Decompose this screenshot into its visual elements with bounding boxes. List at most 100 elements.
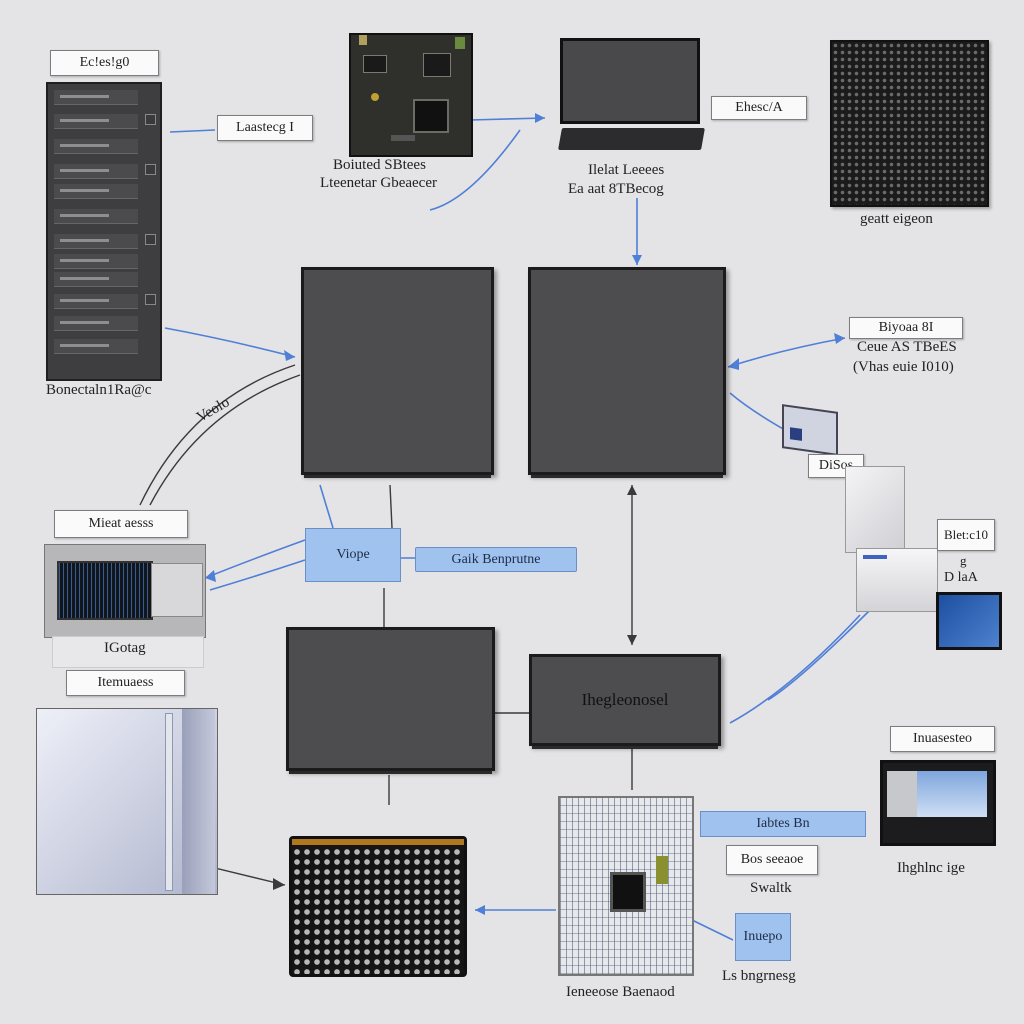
wire-arc-left: [139, 364, 296, 506]
right-tag-line3: D laA: [944, 570, 978, 585]
arrow-head: [627, 635, 637, 645]
right-lower-tag: Inuasesteo: [890, 726, 995, 752]
rack-slot: [54, 184, 138, 199]
wire-board-to-laptop: [469, 117, 546, 121]
right-lower-caption: Ihghlnc ige: [897, 860, 965, 876]
arrow-head: [205, 570, 216, 582]
arrow-head: [284, 350, 295, 361]
matrix-trim: [292, 839, 464, 845]
arrow-head: [834, 333, 845, 344]
side-caption-line1: Ceue AS TBeES: [857, 339, 957, 355]
device-port: [790, 427, 802, 441]
rack-caption: Bonectaln1Ra@c: [46, 382, 152, 398]
arrow-head: [273, 878, 285, 890]
wire-side-to-screen: [727, 337, 846, 368]
board-caption-line1: Boiuted SBtees: [333, 157, 426, 173]
arrow-head: [728, 358, 739, 370]
rack-button: [145, 234, 156, 245]
monitor-tag: Mieat aesss: [54, 510, 188, 538]
wire-hub-to-monitor: [204, 539, 306, 579]
arrow-head: [475, 905, 485, 915]
rack-slot: [54, 90, 138, 105]
rack-button: [145, 164, 156, 175]
board-chip: [363, 55, 387, 73]
server-rack: [46, 82, 162, 381]
rack-button: [145, 294, 156, 305]
grid-caption: geatt eigeon: [860, 211, 933, 227]
server-led: [863, 555, 887, 559]
diagonal-label: Veolo: [194, 394, 233, 426]
wire-rack-to-screen: [164, 327, 296, 358]
wire-hub-antenna: [389, 484, 393, 529]
wire-right-to-center: [729, 614, 861, 724]
rack-slot: [54, 209, 138, 224]
arrow-head: [535, 113, 545, 123]
hub-node: Viope: [305, 528, 401, 582]
circuit-board: [349, 33, 473, 157]
main-display-left: [301, 267, 494, 478]
board-component: [391, 135, 415, 141]
rack-slot: [54, 164, 138, 179]
switch-label: Swaltk: [750, 880, 792, 896]
blue-tag: Iabtes Bn: [700, 811, 866, 837]
monitor-caption: IGotag: [104, 640, 146, 656]
laptop-caption-line1: Ilelat Leeees: [588, 162, 665, 178]
motherboard: [558, 796, 694, 976]
laptop-base: [558, 128, 705, 150]
rack-slot: [54, 316, 138, 331]
server-unit: [856, 548, 938, 612]
center-box-label: Ihegleonosel: [581, 690, 669, 709]
board-component: [455, 37, 465, 49]
dot-grid-panel: [830, 40, 989, 207]
arrow-head: [632, 255, 642, 265]
lower-display-right: Ihegleonosel: [529, 654, 721, 749]
wire-mb-to-small-blue: [691, 919, 734, 941]
cabinet-edge: [165, 713, 173, 891]
rack-slot: [54, 294, 138, 309]
small-blue-caption: Ls bngrnesg: [722, 968, 796, 984]
monitor: [44, 544, 206, 638]
small-blue-node: Inuepo: [735, 913, 791, 961]
right-lower-laptop: [880, 760, 996, 846]
monitor-screen: [57, 561, 153, 620]
board-chip: [423, 53, 451, 77]
rack-button: [145, 114, 156, 125]
board-component: [359, 35, 367, 45]
storage-cabinet: [36, 708, 218, 895]
rack-slot: [54, 339, 138, 354]
cabinet-side: [182, 709, 215, 894]
side-caption-line2: (Vhas euie I010): [853, 359, 954, 375]
rack-title-tag: Ec!es!g0: [50, 50, 159, 76]
lower-display-left: [286, 627, 495, 774]
board-chip: [413, 99, 449, 133]
mb-cpu: [610, 872, 646, 912]
monitor-footer-tag: Itemuaess: [66, 670, 185, 696]
main-display-right: [528, 267, 726, 478]
side-tag: Biyoaa 8I: [849, 317, 963, 339]
laptop-window: [917, 771, 987, 817]
laptop-caption-line2: Ea aat 8TBecog: [568, 181, 664, 197]
rack-slot: [54, 254, 138, 269]
box-tag: Bos seeaoe: [726, 845, 818, 875]
small-device: [782, 404, 838, 456]
wire-hub-up: [319, 484, 334, 529]
laptop-screen: [560, 38, 700, 124]
right-tag-line2: g: [960, 553, 967, 568]
wire-right-device-down: [767, 609, 871, 701]
right-tag: Blet:c10: [937, 519, 995, 551]
rack-slot: [54, 139, 138, 154]
board-caption-line2: Lteenetar Gbeaecer: [320, 175, 437, 191]
rack-slot: [54, 272, 138, 287]
tablet-screen: [936, 592, 1002, 650]
server-tower: [845, 466, 905, 553]
wire-rack-to-hub: [209, 559, 306, 591]
rack-slot: [54, 234, 138, 249]
monitor-caption-strip: [52, 636, 204, 668]
laptop-panel: [887, 771, 917, 817]
mb-component: [656, 856, 668, 884]
laptop-tag: Ehesc/A: [711, 96, 807, 120]
wire-rack-to-link: [169, 129, 216, 133]
mb-caption: Ieneeose Baenaod: [566, 984, 675, 1000]
arrow-head: [627, 485, 637, 495]
link-tag-top-left: Laastecg I: [217, 115, 313, 141]
